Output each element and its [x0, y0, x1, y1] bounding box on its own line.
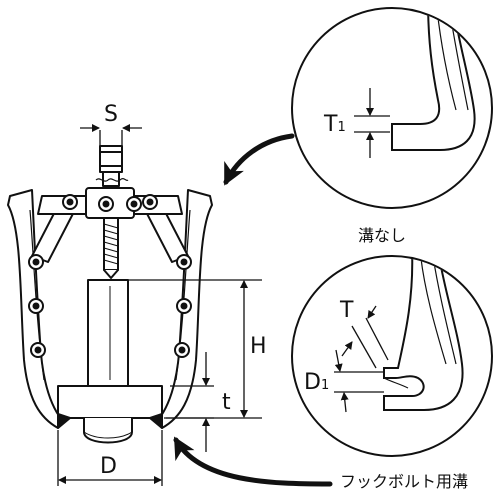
- dimension-label-d: D: [100, 454, 117, 479]
- t1-sub: 1: [337, 120, 346, 135]
- puller-tool: [7, 145, 213, 444]
- dimension-label-t1: T1: [324, 114, 346, 136]
- d1-sub: 1: [320, 378, 330, 393]
- detail-no-groove: [291, 7, 493, 209]
- dimension-label-d1: D1: [304, 372, 329, 394]
- dimension-lines: [57, 124, 262, 486]
- callout-arrows: [173, 133, 333, 487]
- jaw-pivots: [28, 194, 192, 358]
- forcing-screw: [95, 145, 129, 279]
- dimension-label-h: H: [250, 334, 267, 359]
- dimension-label-t: t: [222, 390, 231, 415]
- shaft: [57, 279, 163, 444]
- caption-no-groove: 溝なし: [358, 226, 407, 245]
- detail-hook-groove: [291, 255, 493, 457]
- t1-main: T: [324, 112, 338, 137]
- d1-main: D: [304, 370, 321, 395]
- dimension-label-s: S: [104, 102, 118, 127]
- caption-hook-bolt-groove: フックボルト用溝: [340, 472, 469, 491]
- dimension-label-t-groove: T: [340, 298, 354, 323]
